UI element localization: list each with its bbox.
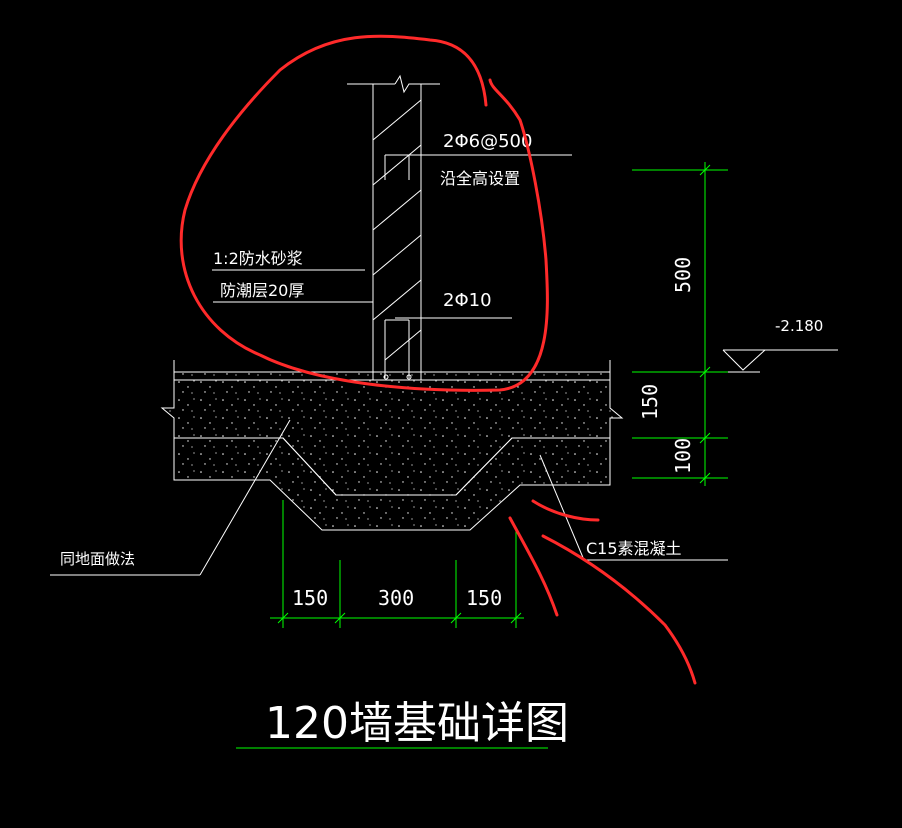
dim-500: 500 bbox=[671, 257, 695, 293]
foundation-section bbox=[160, 360, 624, 531]
elevation-label: -2.180 bbox=[775, 317, 823, 335]
dim-150-left: 150 bbox=[292, 586, 328, 610]
red-markup bbox=[179, 34, 697, 685]
damp-proof-label: 防潮层20厚 bbox=[220, 281, 304, 300]
rebar-bottom-label: 2Φ10 bbox=[443, 290, 492, 311]
dim-150-right: 150 bbox=[466, 586, 502, 610]
dim-100: 100 bbox=[671, 438, 695, 474]
drawing-title: 120墙基础详图 bbox=[265, 698, 569, 749]
floor-label: 同地面做法 bbox=[60, 550, 135, 568]
dim-150-vertical: 150 bbox=[638, 384, 662, 420]
rebar-top-note: 沿全高设置 bbox=[440, 169, 520, 188]
rebar-top-label: 2Φ6@500 bbox=[443, 131, 532, 152]
mortar-label: 1:2防水砂浆 bbox=[213, 249, 303, 268]
brick-wall bbox=[347, 74, 440, 380]
leader-lines bbox=[50, 154, 838, 576]
dim-300: 300 bbox=[378, 586, 414, 610]
concrete-label: C15素混凝土 bbox=[586, 539, 682, 558]
dimension-lines bbox=[236, 162, 728, 749]
